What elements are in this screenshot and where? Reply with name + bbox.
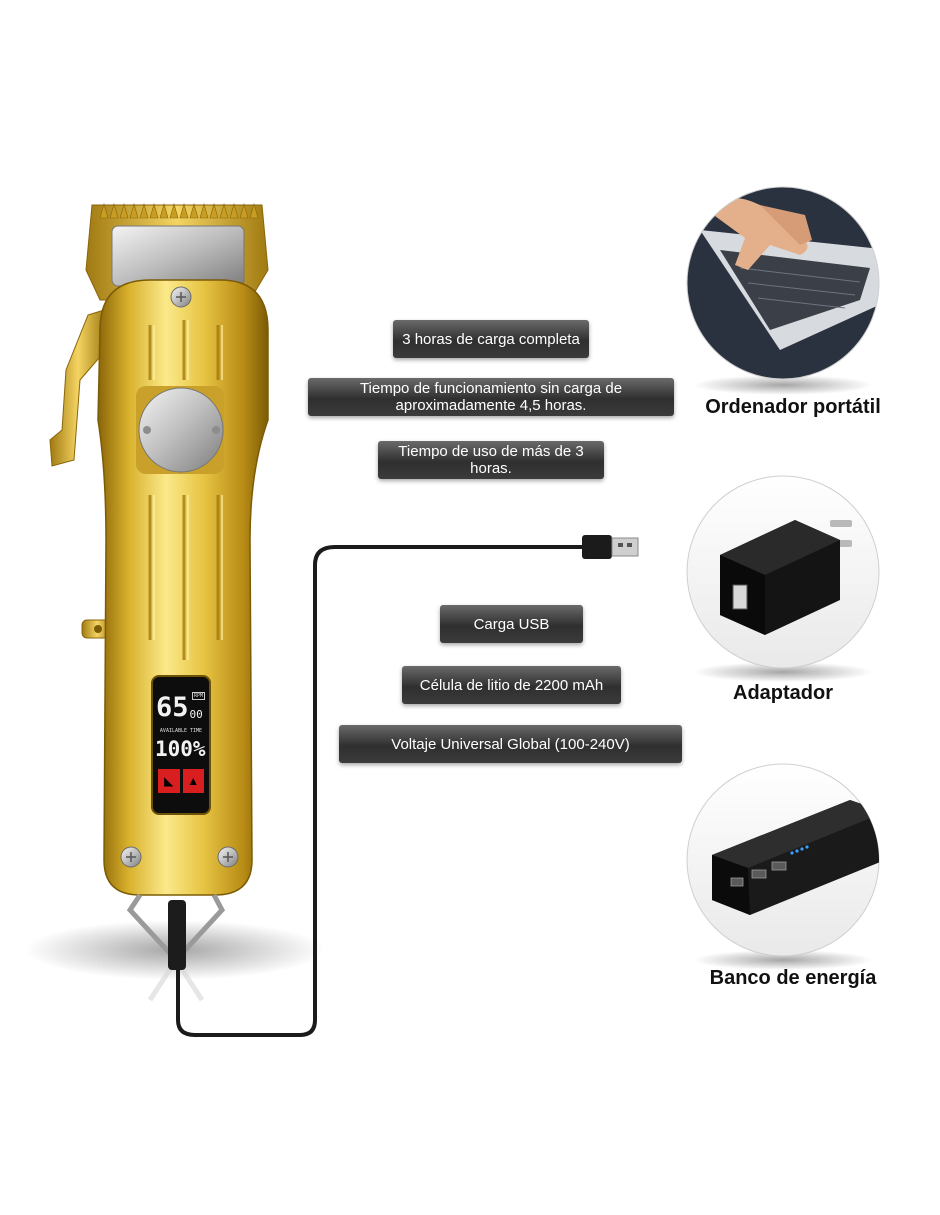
laptop-device	[686, 186, 880, 395]
usb-cable	[176, 545, 585, 1037]
feature-battery-cell-label: Célula de litio de 2200 mAh	[402, 666, 621, 704]
feature-voltage-label: Voltaje Universal Global (100-240V)	[339, 725, 682, 763]
adapter-caption: Adaptador	[733, 682, 833, 704]
feature-full-charge-label: 3 horas de carga completa	[393, 320, 589, 358]
lcd-battery: 100%	[155, 737, 206, 761]
lcd-display: 65 00 RPM AVAILABLE TIME 100% ◣ ▲	[152, 676, 210, 814]
feature-usage-time-label: Tiempo de uso de más de 3 horas.	[378, 441, 604, 479]
lcd-rpm-tag: RPM	[192, 692, 206, 700]
lcd-minutes: 65	[156, 692, 189, 723]
usb-plug-icon	[582, 535, 639, 559]
lcd-warning-icons: ◣ ▲	[158, 769, 204, 793]
power-bank-caption: Banco de energía	[709, 967, 877, 989]
feature-runtime-label: Tiempo de funcionamiento sin carga de ap…	[308, 378, 674, 416]
laptop-caption: Ordenador portátil	[705, 396, 881, 418]
lcd-available-label: AVAILABLE TIME	[159, 728, 203, 734]
feature-usb-charge-label: Carga USB	[440, 605, 583, 643]
wall-adapter-device	[686, 475, 880, 682]
hair-clipper	[49, 202, 269, 1002]
lcd-seconds: 00	[189, 708, 203, 721]
lcd-blade-icon: ◣	[158, 769, 180, 793]
lcd-oil-icon: ▲	[182, 769, 204, 793]
power-bank-device	[686, 763, 880, 970]
